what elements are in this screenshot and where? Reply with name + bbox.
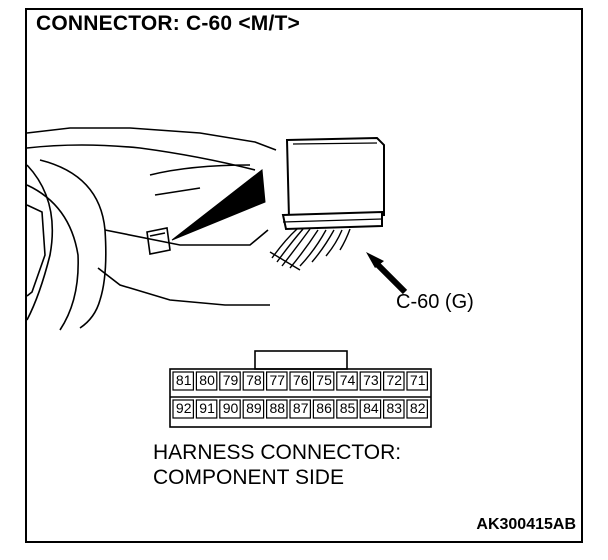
pin-label: 74: [339, 372, 356, 388]
pin-cell: [289, 399, 311, 419]
pin-label: 87: [292, 400, 309, 416]
pin-cell: [172, 371, 194, 391]
harness-connector-face: [169, 350, 432, 428]
pin-cell: [242, 399, 265, 419]
pin-label: 85: [339, 400, 356, 416]
pin-label: 72: [386, 372, 403, 388]
pin-label: 92: [175, 400, 192, 416]
pin-label: 75: [316, 372, 332, 388]
pin-cell: [336, 399, 358, 419]
connector-caption: HARNESS CONNECTOR: COMPONENT SIDE: [153, 440, 401, 490]
pin-label: 78: [246, 372, 262, 388]
pin-label: 91: [199, 400, 215, 416]
pin-label: 77: [269, 372, 286, 388]
pin-cell: [172, 399, 194, 419]
pin-cell: [359, 399, 382, 419]
pin-cell: [336, 371, 358, 391]
pin-label: 84: [363, 400, 379, 416]
pin-cell: [195, 371, 218, 391]
pin-label: 73: [363, 372, 379, 388]
pin-cell: [195, 399, 218, 419]
pin-cell: [359, 371, 382, 391]
pin-cell: [219, 371, 241, 391]
pin-cell: [312, 371, 335, 391]
dashboard-drawing: [26, 127, 277, 331]
pin-cell: [312, 399, 335, 419]
figure-id: AK300415AB: [476, 516, 576, 533]
pin-cell: [383, 399, 405, 419]
diagram-frame: [25, 8, 583, 543]
arrow-icon: [366, 252, 408, 295]
caption-line-2: COMPONENT SIDE: [153, 466, 344, 489]
pointer-wedge: [171, 169, 266, 241]
pin-label: 89: [246, 400, 262, 416]
pin-label: 83: [386, 400, 403, 416]
pin-cell: [219, 399, 241, 419]
pin-label: 76: [292, 372, 309, 388]
pin-label: 71: [409, 372, 426, 388]
diagram-title: CONNECTOR: C-60 <M/T>: [36, 12, 301, 35]
ecu-module: [281, 136, 385, 231]
caption-line-1: HARNESS CONNECTOR:: [153, 441, 402, 464]
pin-cell: [406, 371, 428, 391]
pin-label: 82: [409, 400, 426, 416]
pin-label: 80: [199, 372, 215, 388]
pin-cell: [266, 371, 288, 391]
pin-cell: [242, 371, 265, 391]
pin-cell: [406, 399, 428, 419]
pin-label: 90: [222, 400, 239, 416]
connector-callout-label: C-60 (G): [396, 291, 474, 313]
pin-label: 81: [175, 372, 192, 388]
pin-grid: [172, 371, 428, 419]
harness-wires: [269, 228, 351, 271]
pin-cell: [266, 399, 288, 419]
pin-label: 88: [269, 400, 286, 416]
pin-cell: [383, 371, 405, 391]
pin-cell: [289, 371, 311, 391]
pin-label: 79: [222, 372, 239, 388]
pin-label: 86: [316, 400, 332, 416]
